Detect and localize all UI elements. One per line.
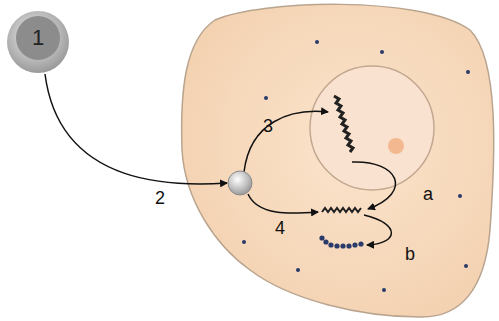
translation-arrow [364, 215, 391, 245]
callout-label: 3 [263, 117, 273, 135]
transcription-arrow [352, 162, 396, 209]
cell-membrane [182, 4, 494, 317]
signal-arrow [45, 74, 227, 184]
nucleus [310, 66, 434, 190]
callout-label: b [405, 245, 415, 263]
cytoplasm-dots [242, 40, 470, 292]
protein-chain [319, 235, 363, 248]
pathway-arrow [248, 194, 318, 213]
dna-strand [334, 96, 353, 152]
callout-label: 2 [155, 189, 165, 207]
nucleolus [388, 138, 404, 154]
mrna-strand [322, 208, 361, 212]
callout-label: a [423, 185, 433, 203]
receptor [228, 171, 252, 195]
callout-label: 4 [275, 219, 285, 237]
pathway-arrow [244, 111, 328, 172]
signal-molecule: 1 [6, 10, 70, 74]
callout-number: 1 [6, 10, 70, 66]
